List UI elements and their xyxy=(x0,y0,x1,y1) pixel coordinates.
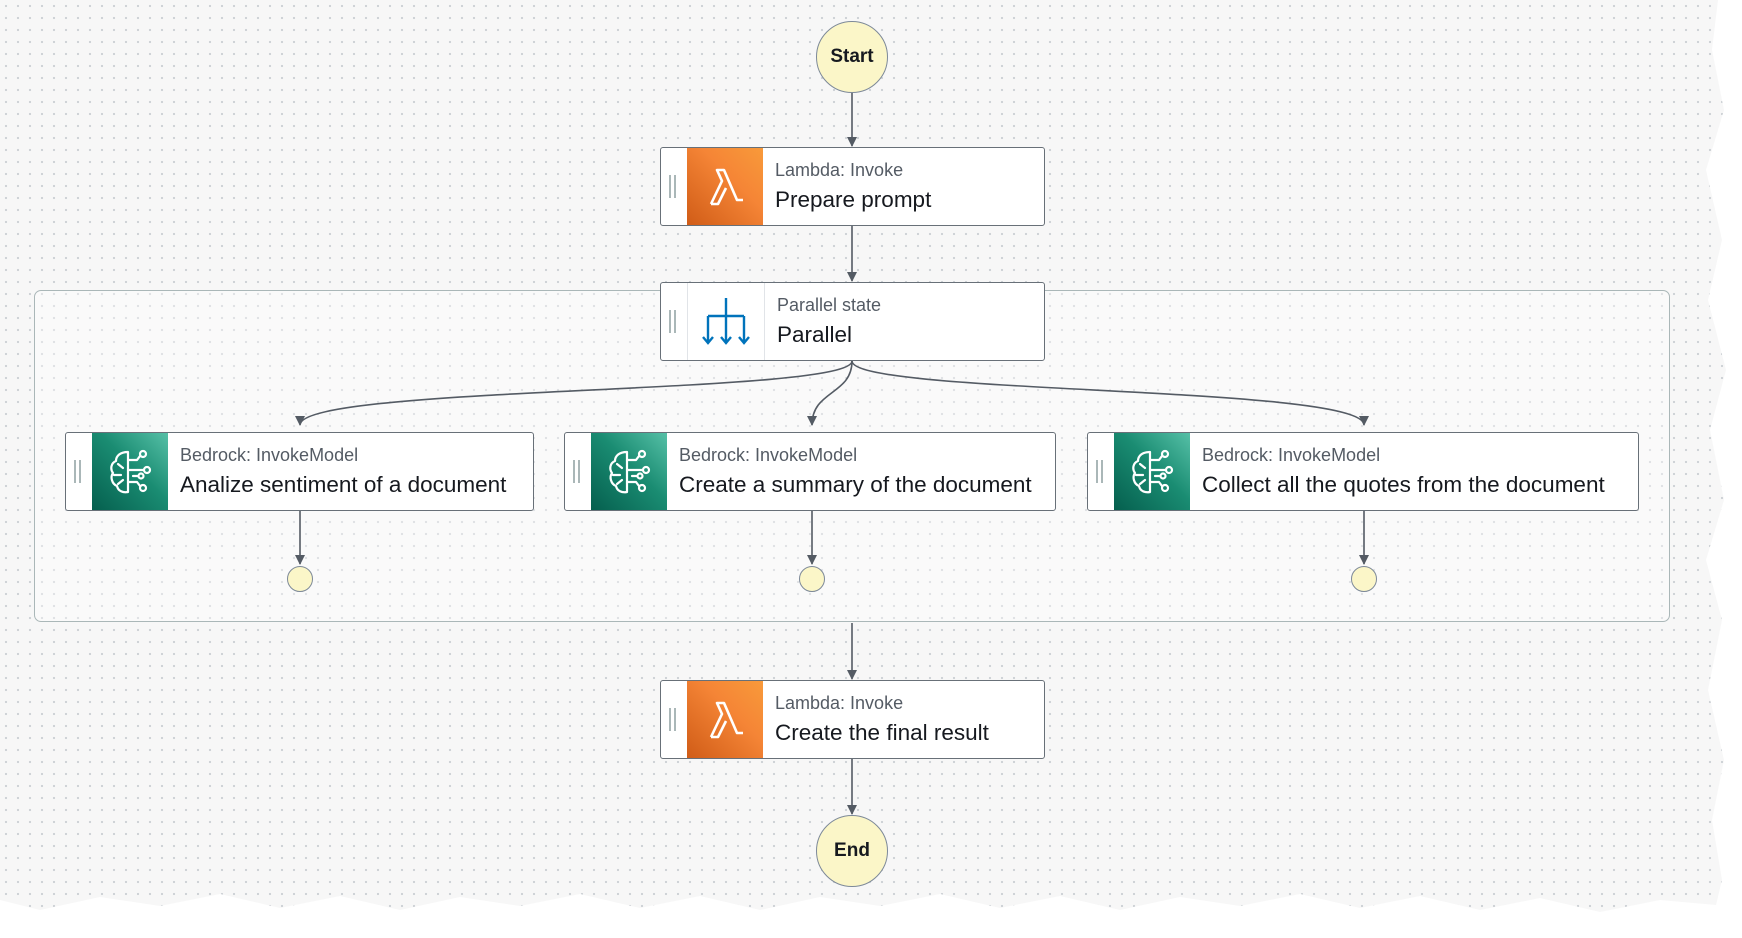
state-create-summary[interactable]: Bedrock: InvokeModel Create a summary of… xyxy=(564,432,1056,511)
state-name-label: Parallel xyxy=(777,322,853,347)
parallel-branch-icon xyxy=(687,283,765,360)
state-name-label: Prepare prompt xyxy=(775,187,932,212)
drag-handle[interactable] xyxy=(661,148,687,225)
edge-parallel-to-branch-2 xyxy=(807,360,853,426)
drag-handle[interactable] xyxy=(661,283,687,360)
state-prepare-prompt[interactable]: Lambda: Invoke Prepare prompt xyxy=(660,147,1045,226)
state-type-label: Bedrock: InvokeModel xyxy=(180,445,359,465)
edge-parallel-to-branch-1 xyxy=(295,360,853,426)
state-type-label: Parallel state xyxy=(777,295,882,315)
state-collect-quotes[interactable]: Bedrock: InvokeModel Collect all the quo… xyxy=(1087,432,1639,511)
bedrock-brain-icon xyxy=(92,433,168,510)
edge-parallel-to-branch-3 xyxy=(851,360,1369,426)
end-state[interactable]: End xyxy=(816,815,888,887)
drag-handle[interactable] xyxy=(661,681,687,758)
drag-handle[interactable] xyxy=(66,433,92,510)
state-name-label: Create the final result xyxy=(775,720,989,745)
bedrock-brain-icon xyxy=(591,433,667,510)
state-type-label: Lambda: Invoke xyxy=(775,160,904,180)
state-type-label: Bedrock: InvokeModel xyxy=(679,445,858,465)
state-name-label: Create a summary of the document xyxy=(679,472,1032,497)
branch-3-end-state[interactable] xyxy=(1351,566,1377,592)
state-type-label: Bedrock: InvokeModel xyxy=(1202,445,1381,465)
bedrock-brain-icon xyxy=(1114,433,1190,510)
branch-2-end-state[interactable] xyxy=(799,566,825,592)
state-type-label: Lambda: Invoke xyxy=(775,693,904,713)
start-state[interactable]: Start xyxy=(816,21,888,93)
state-analize-sentiment[interactable]: Bedrock: InvokeModel Analize sentiment o… xyxy=(65,432,534,511)
branch-1-end-state[interactable] xyxy=(287,566,313,592)
drag-handle[interactable] xyxy=(1088,433,1114,510)
lambda-icon xyxy=(687,681,763,758)
state-create-final-result[interactable]: Lambda: Invoke Create the final result xyxy=(660,680,1045,759)
state-parallel[interactable]: Parallel state Parallel xyxy=(660,282,1045,361)
lambda-icon xyxy=(687,148,763,225)
end-label: End xyxy=(834,840,870,861)
start-label: Start xyxy=(830,46,874,67)
state-name-label: Analize sentiment of a document xyxy=(180,472,507,497)
state-name-label: Collect all the quotes from the document xyxy=(1202,472,1605,497)
drag-handle[interactable] xyxy=(565,433,591,510)
